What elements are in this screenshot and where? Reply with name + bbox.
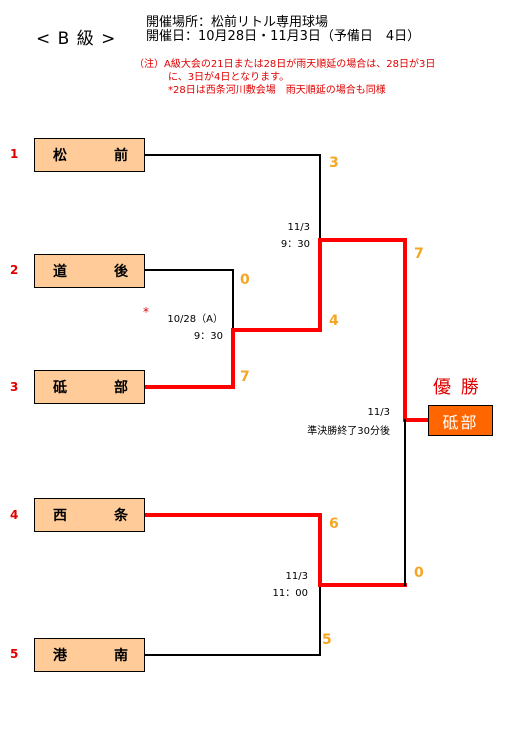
rain-note-line-3: *28日は西条河川敷会場 雨天順延の場合も同様 — [168, 85, 386, 96]
venue-info: 開催場所：松前リトル専用球場 開催日：10月28日・11月3日（予備日 4日） — [146, 16, 420, 44]
score-tobe-sf: 4 — [329, 313, 339, 329]
score-saijo: 6 — [329, 516, 339, 532]
score-konan: 5 — [322, 632, 332, 648]
sf-bottom-date: 11/3 — [285, 571, 308, 582]
seed-1: 1 — [10, 147, 19, 161]
team-name-char: 部 — [114, 380, 128, 396]
sf-top-date: 11/3 — [287, 222, 310, 233]
team-matsumae: 松 前 — [34, 138, 145, 172]
team-name-char: 西 — [53, 508, 67, 524]
rain-note-line-1: （注）A級大会の21日または28日が雨天順延の場合は、28日が3日 — [134, 59, 436, 70]
rain-note-line-2: に、3日が4日となります。 — [168, 72, 290, 83]
sf-top-schedule: 11/3 9：30 — [265, 219, 310, 253]
r1-time: 9：30 — [193, 331, 223, 342]
line-saijo — [144, 513, 322, 587]
bracket-title: < B 級 > — [36, 29, 117, 49]
score-tobe-r1: 7 — [240, 369, 250, 385]
score-matsumae: 3 — [329, 155, 339, 171]
seed-3: 3 — [10, 380, 19, 394]
final-time: 準決勝終了30分後 — [307, 426, 390, 437]
team-tobe: 砥 部 — [34, 370, 145, 404]
team-name-char: 後 — [114, 264, 128, 280]
line-matsumae — [145, 154, 321, 241]
score-dogo: 0 — [240, 272, 250, 288]
score-final-top: 7 — [414, 246, 424, 262]
team-saijo: 西 条 — [34, 498, 145, 532]
line-tobe-r1 — [144, 328, 235, 389]
champion-box: 砥部 — [428, 405, 493, 436]
sf-top-time: 9：30 — [280, 239, 310, 250]
team-name-char: 港 — [53, 648, 67, 664]
team-dogo: 道 後 — [34, 254, 145, 288]
team-name-char: 砥 — [53, 380, 67, 396]
line-tobe-final — [318, 238, 430, 422]
team-name-char: 条 — [114, 508, 128, 524]
champion-label: 優 勝 — [433, 377, 481, 398]
seed-4: 4 — [10, 508, 19, 522]
venue-location: 開催場所：松前リトル専用球場 — [146, 15, 329, 30]
team-konan: 港 南 — [34, 638, 145, 672]
sf-bottom-time: 11：00 — [272, 588, 308, 599]
r1-date: 10/28（A） — [167, 314, 223, 325]
final-schedule: 11/3 準決勝終了30分後 — [280, 403, 390, 441]
rain-note: （注）A級大会の21日または28日が雨天順延の場合は、28日が3日 に、3日が4… — [134, 58, 435, 97]
score-final-bottom: 0 — [414, 565, 424, 581]
seed-2: 2 — [10, 263, 19, 277]
r1-asterisk: * — [143, 305, 149, 319]
team-name-char: 松 — [53, 148, 67, 164]
team-name-char: 南 — [114, 648, 128, 664]
line-konan — [145, 584, 321, 656]
line-dogo — [145, 269, 234, 331]
team-name-char: 前 — [114, 148, 128, 164]
sf-bottom-schedule: 11/3 11：00 — [258, 568, 308, 602]
venue-dates: 開催日：10月28日・11月3日（予備日 4日） — [146, 29, 421, 44]
team-name-char: 道 — [53, 264, 67, 280]
line-tobe-sf — [231, 238, 322, 332]
seed-5: 5 — [10, 647, 19, 661]
final-date: 11/3 — [367, 407, 390, 418]
r1-schedule: 10/28（A） 9：30 — [150, 311, 223, 345]
